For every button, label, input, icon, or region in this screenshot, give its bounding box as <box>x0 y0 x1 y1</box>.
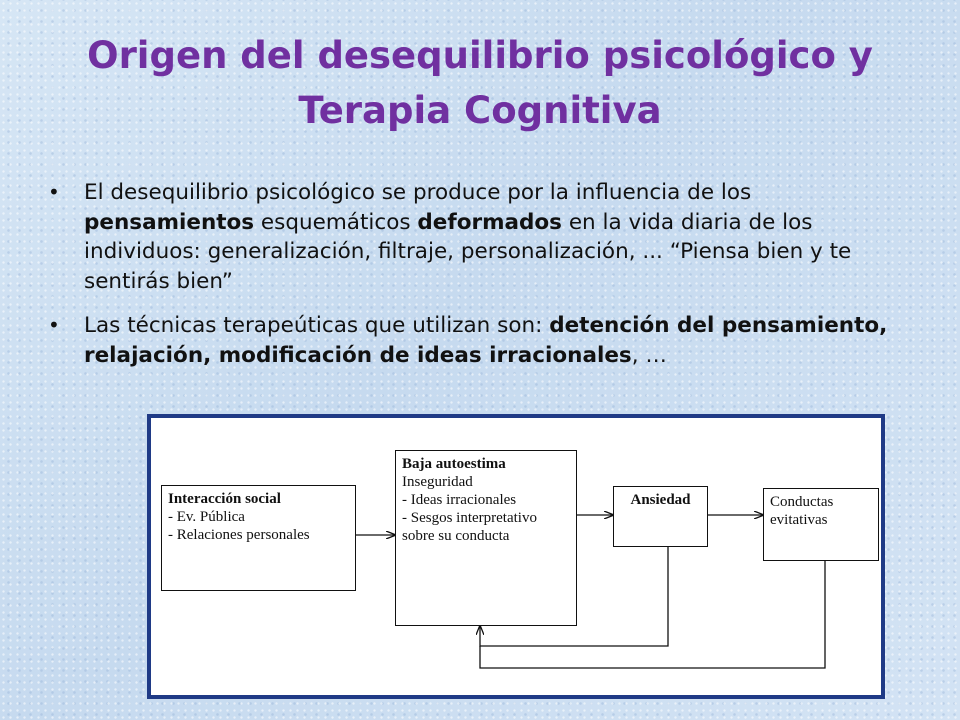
title-line-2: Terapia Cognitiva <box>298 89 662 132</box>
box-conductas-evitativas: Conductas evitativas <box>763 488 879 561</box>
bold-term: pensamientos <box>84 209 255 235</box>
box-baja-autoestima: Baja autoestima Inseguridad - Ideas irra… <box>395 450 577 626</box>
bullet-item-2: • Las técnicas terapeúticas que utilizan… <box>48 313 888 368</box>
title-line-1: Origen del desequilibrio psicológico y <box>87 34 873 77</box>
bullet-item-1: • El desequilibrio psicológico se produc… <box>48 180 852 294</box>
feedback-conductas <box>479 561 826 669</box>
flow-diagram: Interacción social - Ev. Pública - Relac… <box>147 414 885 699</box>
bullet-icon: • <box>48 180 60 204</box>
bullet-icon: • <box>48 313 60 337</box>
bold-term: detención del pensamiento, relajación, m… <box>84 313 888 368</box>
bullet-list: • El desequilibrio psicológico se produc… <box>48 178 908 385</box>
feedback-ansiedad <box>480 547 669 647</box>
bold-term: deformados <box>417 209 562 235</box>
box-ansiedad: Ansiedad <box>613 486 708 547</box>
diagram-connectors <box>356 418 826 669</box>
box-interaccion-social: Interacción social - Ev. Pública - Relac… <box>161 485 356 591</box>
slide-title: Origen del desequilibrio psicológico y T… <box>40 28 920 138</box>
